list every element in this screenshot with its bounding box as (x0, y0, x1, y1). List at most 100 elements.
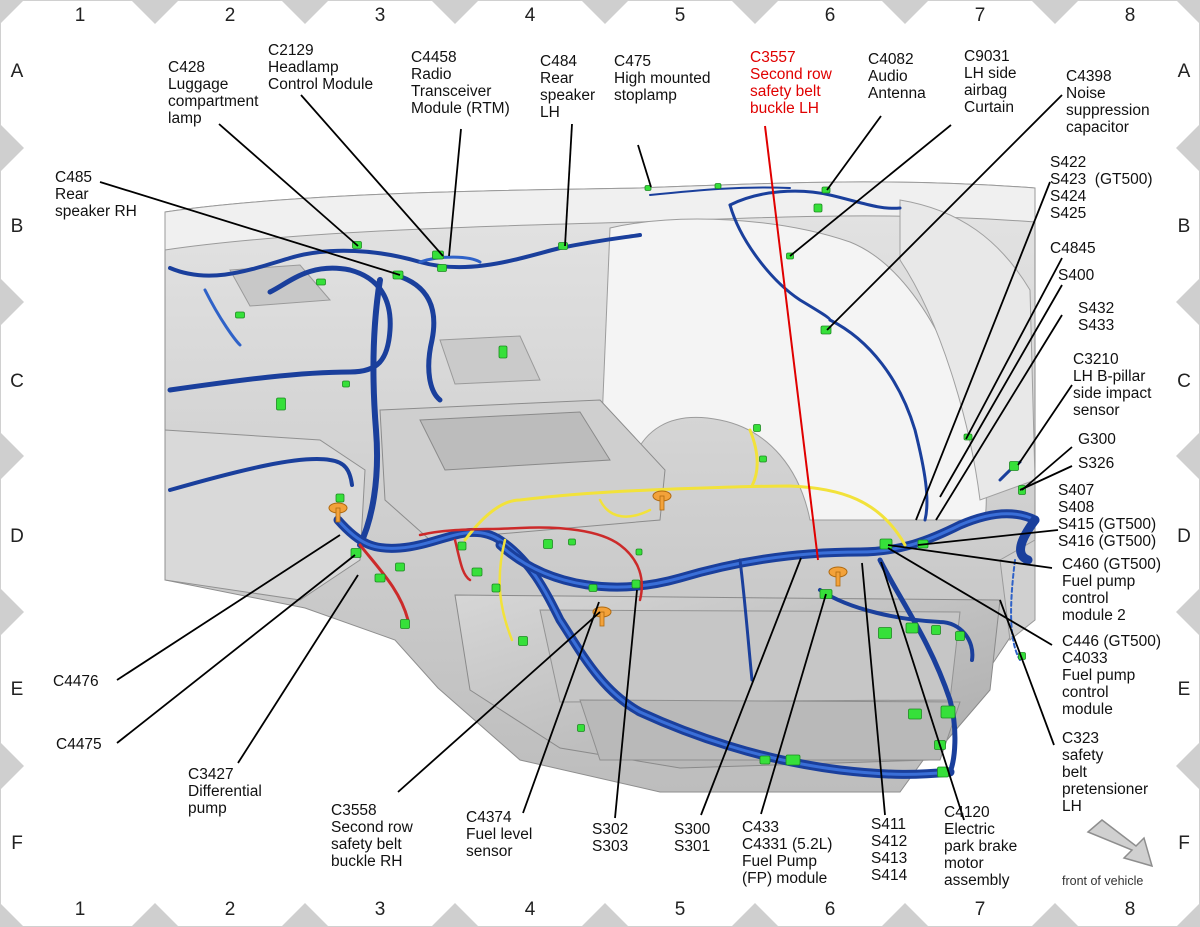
right-border-marker (1176, 278, 1200, 326)
connector-icon (908, 708, 922, 720)
leader-line (999, 599, 1055, 746)
grid-column-label-top: 7 (975, 5, 986, 26)
connector-icon (714, 183, 722, 189)
leader-line (965, 257, 1063, 440)
callout-text-line: C3557 (750, 49, 796, 66)
callout-text-line: C9031 (964, 48, 1010, 65)
grid-row-label-right: A (1178, 61, 1191, 82)
callout-text-line: Second row (331, 819, 414, 836)
connector-icon (905, 622, 919, 634)
right-border-marker (1176, 432, 1200, 480)
callout-text-line: C4374 (466, 809, 512, 826)
callout-text-line: stoplamp (614, 87, 677, 104)
connector-icon (940, 705, 956, 719)
callout-text-line: S302 (592, 821, 628, 838)
grid-column-label-top: 4 (525, 5, 536, 26)
callout-text-line: safety belt (331, 836, 402, 853)
grid-column-label-top: 5 (675, 5, 686, 26)
leader-line (789, 124, 952, 257)
callout-text-line: C4331 (5.2L) (742, 836, 832, 853)
callout-text-line: S423 (GT500) (1050, 171, 1153, 188)
callout-text-line: G300 (1078, 431, 1116, 448)
callout-text-line: Fuel pump (1062, 667, 1135, 684)
callout-text-line: buckle RH (331, 853, 403, 870)
callout-text-line: buckle LH (750, 100, 819, 117)
leader-line (99, 181, 401, 276)
grid-column-label-bottom: 4 (525, 899, 536, 920)
right-border-marker (1176, 588, 1200, 636)
callout-text-line: C3558 (331, 802, 377, 819)
connector-icon (931, 625, 941, 635)
connector-icon (276, 397, 286, 411)
corner-marker (0, 0, 24, 24)
callout-text-line: LH (540, 104, 560, 121)
connector-icon (813, 203, 823, 213)
leader-line (939, 284, 1063, 498)
connector-icon (568, 538, 576, 546)
callout-text-line: LH B-pillar (1073, 368, 1145, 385)
callout-text-line: Rear (55, 186, 89, 203)
callout-text-line: Fuel pump (1062, 573, 1135, 590)
bottom-border-marker (881, 903, 929, 927)
callout-text-line: side impact (1073, 385, 1152, 402)
grid-row-label-right: C (1177, 371, 1191, 392)
callout-text-line: Fuel level (466, 826, 532, 843)
splice-post (659, 495, 665, 511)
bottom-border-marker (431, 903, 479, 927)
connector-icon (635, 548, 643, 556)
splice-post (835, 571, 841, 587)
grid-column-label-bottom: 7 (975, 899, 986, 920)
grid-row-label-right: E (1178, 679, 1191, 700)
leader-line (700, 557, 802, 816)
callout-text-line: (FP) module (742, 870, 827, 887)
harness-connectors (235, 183, 1026, 778)
connector-icon (335, 493, 345, 503)
callout-text-line: Transceiver (411, 83, 491, 100)
callout-text-line: motor (944, 855, 984, 872)
connector-icon (498, 345, 508, 359)
top-border-marker (581, 0, 629, 24)
callout-text-line: High mounted (614, 70, 711, 87)
connector-icon (644, 185, 652, 191)
callout-text-line: C428 (168, 59, 205, 76)
bottom-border-marker (731, 903, 779, 927)
callout-c4845: C4845 (1050, 240, 1096, 257)
bottom-border-marker (281, 903, 329, 927)
callout-text-line: Radio (411, 66, 452, 83)
callout-text-line: Electric (944, 821, 995, 838)
callout-text-line: Differential (188, 783, 262, 800)
grid-row-label-left: A (11, 61, 24, 82)
callout-text-line: park brake (944, 838, 1017, 855)
left-border-marker (0, 278, 24, 326)
leader-line (218, 123, 359, 247)
callout-text-line: S422 (1050, 154, 1086, 171)
callout-text-line: LH side (964, 65, 1017, 82)
grid-row-label-left: B (11, 216, 24, 237)
grid-column-label-top: 2 (225, 5, 236, 26)
connector-icon (518, 636, 528, 646)
callout-text-line: lamp (168, 110, 202, 127)
top-border-marker (1031, 0, 1079, 24)
leader-line (637, 144, 652, 188)
leader-line (522, 601, 600, 814)
callout-g300: G300 (1078, 431, 1116, 448)
vehicle-rear-body-illustration (164, 181, 1036, 793)
leader-line (861, 562, 886, 816)
leader-line (887, 547, 1053, 646)
callout-text-line: speaker (540, 87, 595, 104)
callout-text-line: assembly (944, 872, 1010, 889)
callout-text-line: Control Module (268, 76, 373, 93)
front-of-vehicle-label: front of vehicle (1062, 874, 1143, 888)
callout-text-line: C475 (614, 53, 651, 70)
